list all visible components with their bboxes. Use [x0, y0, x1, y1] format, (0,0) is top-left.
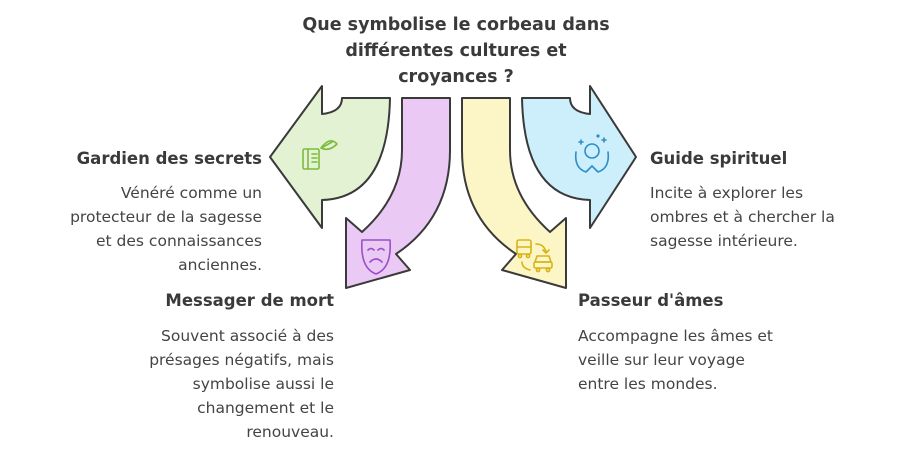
heading-guide: Guide spirituel [650, 149, 788, 168]
desc-gardien-line: protecteur de la sagesse [70, 208, 262, 226]
desc-guide-line: sagesse intérieure. [650, 232, 798, 250]
diagram-title: Que symbolise le corbeau dans différente… [256, 12, 656, 90]
desc-passeur: Accompagne les âmes et veille sur leur v… [578, 324, 773, 396]
desc-messager-line: symbolise aussi le [192, 375, 334, 393]
desc-guide: Incite à explorer les ombres et à cherch… [650, 181, 835, 253]
desc-messager-line: Souvent associé à des [161, 327, 334, 345]
heading-passeur: Passeur d'âmes [578, 291, 724, 310]
desc-passeur-line: Accompagne les âmes et [578, 327, 774, 345]
desc-messager-line: changement et le [197, 399, 334, 417]
book-leaf-icon [302, 140, 338, 170]
desc-guide-line: Incite à explorer les [650, 184, 804, 202]
desc-passeur-line: entre les mondes. [578, 375, 718, 393]
desc-gardien: Vénéré comme un protecteur de la sagesse… [70, 181, 262, 277]
title-line-1: Que symbolise le corbeau dans [302, 15, 610, 35]
desc-gardien-line: Vénéré comme un [120, 184, 262, 202]
sad-mask-icon [360, 239, 392, 275]
heading-gardien: Gardien des secrets [76, 149, 262, 168]
arrow-gardien [269, 85, 391, 229]
desc-gardien-line: anciennes. [178, 256, 262, 274]
desc-guide-line: ombres et à chercher la [650, 208, 835, 226]
heading-messager: Messager de mort [165, 291, 334, 310]
desc-passeur-line: veille sur leur voyage [578, 351, 745, 369]
desc-messager-line: renouveau. [246, 423, 334, 441]
desc-messager: Souvent associé à des présages négatifs,… [149, 324, 334, 444]
desc-messager-line: présages négatifs, mais [149, 351, 334, 369]
desc-gardien-line: et des connaissances [96, 232, 262, 250]
title-line-2: différentes cultures et [345, 41, 567, 61]
arrow-passeur [461, 97, 567, 289]
title-line-3: croyances ? [398, 67, 514, 87]
vehicles-exchange-icon [516, 239, 553, 273]
hands-crystal-ball-icon [574, 134, 610, 173]
arrow-guide [521, 85, 637, 229]
